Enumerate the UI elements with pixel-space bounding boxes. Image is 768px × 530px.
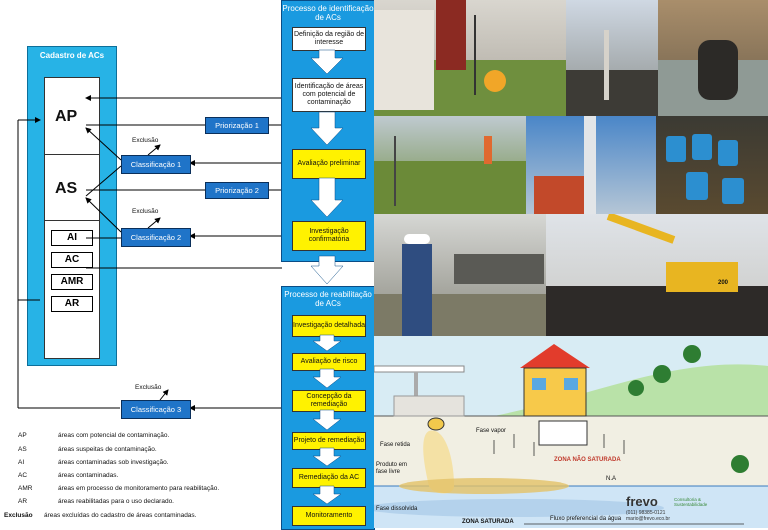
label-produto-fase-livre: Produto em fase livre — [376, 462, 408, 475]
label-fluxo: Fluxo preferencial da água — [550, 516, 622, 522]
photo-blue-drums — [656, 116, 768, 214]
photo-excavator: 200 — [546, 214, 768, 336]
label-fase-dissolvida: Fase dissolvida — [376, 506, 418, 512]
label-fase-vapor: Fase vapor — [476, 428, 507, 434]
process-identification-title: Processo de identificação de ACs — [282, 4, 374, 22]
cadastro-list: AP AS AI AC AMR AR — [44, 77, 100, 359]
step-identificacao: Identificação de áreas com potencial de … — [292, 78, 366, 112]
process-identification-arrows — [310, 49, 344, 285]
classificacao-1-box: Classificação 1 — [121, 155, 191, 174]
classificacao-3-box: Classificação 3 — [121, 400, 191, 419]
exclusao-label-2: Exclusão — [132, 208, 159, 215]
excavator-number: 200 — [718, 280, 729, 286]
step-remediacao: Remediação da AC — [292, 468, 366, 488]
divider — [45, 220, 99, 221]
photo-drilling-rig — [526, 116, 656, 214]
process-rehabilitation-arrows — [312, 334, 342, 505]
label-na: N.A — [606, 476, 617, 482]
photo-engineer-site — [374, 214, 546, 336]
cadastro-title: Cadastro de ACs — [39, 51, 105, 60]
cadastro-item-amr: AMR — [51, 274, 93, 290]
step-definicao: Definição da região de interesse — [292, 27, 366, 51]
cadastro-panel: Cadastro de ACs AP AS AI AC AMR AR — [27, 46, 117, 366]
classificacao-2-box: Classificação 2 — [121, 228, 191, 247]
frevo-logo: frevo — [626, 494, 658, 509]
label-zona-saturada: ZONA SATURADA — [462, 519, 514, 525]
photo-water-sampling — [658, 0, 768, 116]
label-fase-retida: Fase retida — [380, 442, 411, 448]
contamination-cross-section: Fase retida Fase vapor Produto em fase l… — [374, 336, 768, 528]
cadastro-item-as: AS — [55, 180, 78, 197]
cross-section-art — [374, 336, 768, 528]
photo-survey-equipment — [374, 0, 566, 116]
contact-email: mario@frevo.eco.br — [626, 516, 670, 522]
cadastro-item-ap: AP — [55, 108, 78, 125]
photo-monitoring-well — [566, 0, 658, 116]
priorizacao-1-box: Priorização 1 — [205, 117, 269, 134]
process-rehabilitation-title: Processo de reabilitação de ACs — [284, 290, 372, 308]
divider — [45, 154, 99, 155]
step-investigacao-confirmatoria: Investigação confirmatória — [292, 221, 366, 251]
step-monitoramento: Monitoramento — [292, 506, 366, 526]
cadastro-item-ac: AC — [51, 252, 93, 268]
exclusao-label-3: Exclusão — [135, 384, 162, 391]
label-zona-nao-saturada: ZONA NÃO SATURADA — [554, 457, 621, 463]
cadastro-item-ai: AI — [51, 230, 93, 246]
priorizacao-2-box: Priorização 2 — [205, 182, 269, 199]
exclusao-label-1: Exclusão — [132, 137, 159, 144]
photo-total-station — [374, 116, 526, 214]
contact-phone: (011) 98385-0121 — [626, 510, 666, 516]
frevo-tagline: Consultoria & Sustentabilidade — [674, 497, 708, 507]
cadastro-item-ar: AR — [51, 296, 93, 312]
